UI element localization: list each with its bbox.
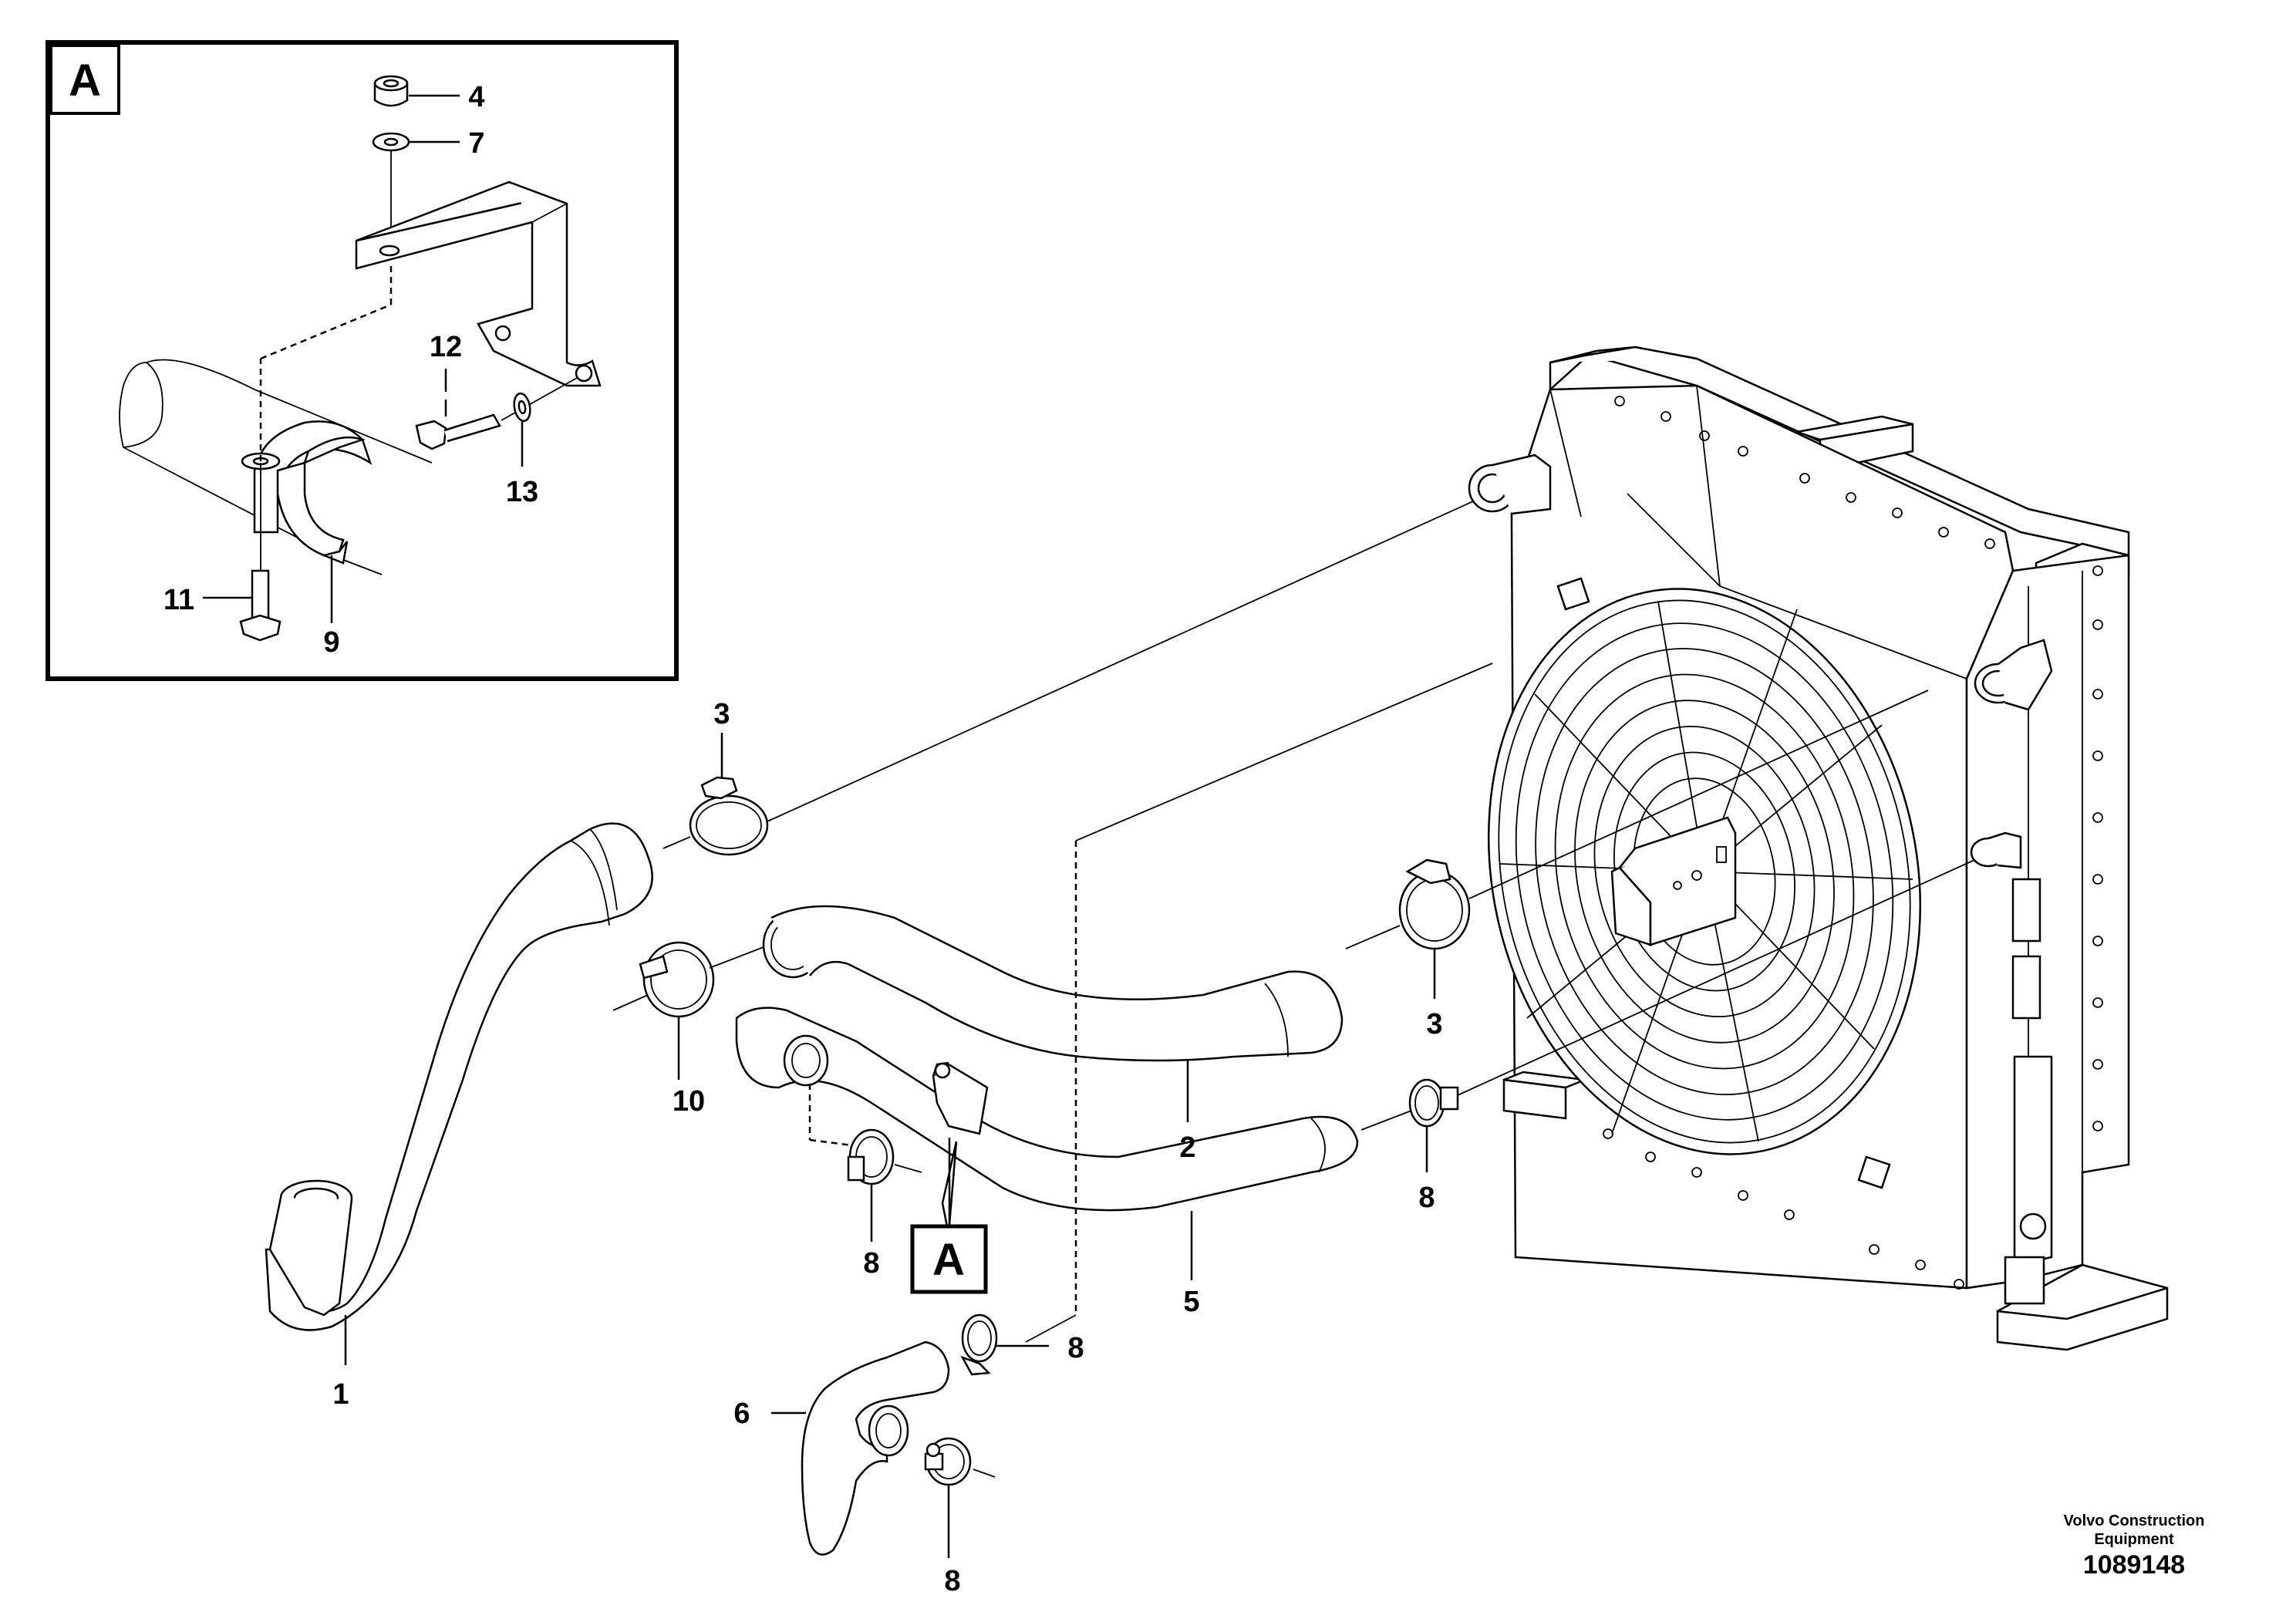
detail-a-label: A	[69, 56, 101, 106]
callout-11: 11	[164, 584, 194, 616]
hose-5-icon	[735, 1007, 1359, 1280]
callout-13: 13	[506, 476, 538, 508]
callout-5: 5	[1183, 1286, 1199, 1318]
hose-clamp-icon	[847, 1128, 895, 1242]
callout-10: 10	[673, 1085, 705, 1118]
hose-clamp-icon	[1398, 858, 1471, 999]
hose-clamp-icon	[960, 1313, 1049, 1376]
hose-2-icon	[762, 905, 1344, 1122]
hose-clamp-icon	[924, 1437, 972, 1558]
detail-a-label-box	[49, 44, 120, 115]
bracket-icon	[355, 180, 602, 387]
washer-icon	[513, 392, 531, 467]
detail-a-inset: A	[46, 40, 679, 681]
callout-7: 7	[468, 127, 484, 160]
bolt-icon	[203, 463, 282, 642]
hose-6-icon	[771, 1340, 950, 1556]
hose-clamp-icon	[639, 941, 715, 1080]
callout-3-middle: 3	[1426, 1008, 1442, 1040]
washer-icon	[372, 132, 460, 152]
detail-a-marker-box	[910, 1224, 988, 1294]
callout-8-right: 8	[1418, 1182, 1435, 1214]
nut-icon	[373, 75, 460, 107]
callout-8-upper: 8	[1067, 1332, 1084, 1364]
clamp-icon	[241, 420, 373, 565]
detail-a-marker: A	[932, 1235, 965, 1285]
fan-motor-icon	[1610, 816, 1737, 946]
callout-6: 6	[733, 1398, 750, 1430]
callout-1: 1	[332, 1378, 349, 1411]
callout-8-left: 8	[863, 1247, 879, 1280]
callout-4: 4	[468, 81, 484, 113]
callout-12: 12	[430, 331, 462, 363]
callout-8-bottom: 8	[944, 1565, 960, 1597]
credit-company: Volvo Construction Equipment	[2063, 1512, 2205, 1548]
hose-clamp-icon	[1408, 1078, 1459, 1172]
callout-9: 9	[323, 626, 339, 659]
diagram-number: 1089148	[2082, 1550, 2186, 1580]
bolt-icon	[415, 369, 501, 450]
hose-1-icon	[265, 822, 653, 1365]
callout-2: 2	[1179, 1131, 1195, 1164]
radiator-assembly	[1468, 346, 2169, 1351]
hose-clamp-icon	[689, 733, 769, 856]
callout-3-top: 3	[713, 698, 730, 730]
